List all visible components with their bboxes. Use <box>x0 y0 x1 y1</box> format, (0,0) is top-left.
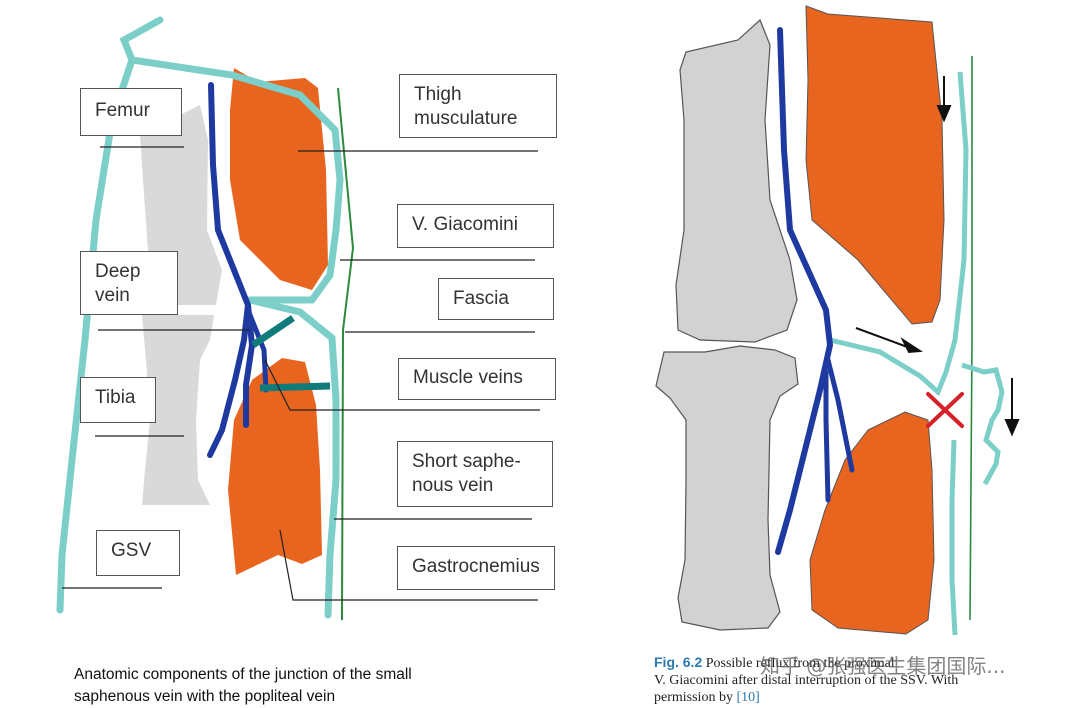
left-caption-line1: Anatomic components of the junction of t… <box>74 666 412 683</box>
gastrocnemius-label: Gastrocnemius <box>397 546 555 590</box>
right-caption-prefix: permission by <box>654 690 737 705</box>
gsv-label-text: GSV <box>111 540 152 561</box>
deep-vein-label-line1: Deep <box>95 261 141 282</box>
interruption-mark <box>926 392 964 428</box>
deep-vein-right <box>775 27 834 555</box>
deep-vein-branch-right-2 <box>823 369 831 503</box>
tibia-label: Tibia <box>80 377 156 423</box>
reflux-vein <box>961 362 1005 486</box>
fascia-line <box>337 87 355 621</box>
tibia-bone-right <box>655 345 799 631</box>
watermark: 知乎 @张强医生集团国际... <box>760 654 1006 678</box>
gsv-label: GSV <box>96 530 180 576</box>
tibia-label-text: Tibia <box>95 387 136 408</box>
right-caption-line3: permission by [10] <box>654 689 1074 706</box>
deep-vein-label: Deep vein <box>80 251 178 315</box>
fascia-label: Fascia <box>438 278 554 320</box>
femur-bone-right <box>675 18 798 343</box>
gastrocnemius-label-text: Gastrocnemius <box>412 556 540 577</box>
short-saphenous-vein <box>246 296 340 619</box>
right-caption-line1-text: Possible reflux from the proximal <box>705 656 895 671</box>
calf-muscle <box>228 358 322 575</box>
muscle-vein-1 <box>251 315 295 348</box>
left-diagram <box>56 16 540 621</box>
tibia-bone <box>142 315 214 505</box>
thigh-musculature-line2: musculature <box>414 108 518 129</box>
flow-arrows <box>855 76 1020 437</box>
short-saphenous-line1: Short saphe- <box>412 451 521 472</box>
femur-label: Femur <box>80 88 182 136</box>
fascia-line-right <box>969 56 973 621</box>
deep-vein-label-line2: vein <box>95 285 130 306</box>
deep-vein-branch-2 <box>245 307 269 393</box>
short-saphenous-line2: nous vein <box>412 475 494 496</box>
calf-muscle-right <box>809 411 935 635</box>
leader-lines <box>62 146 540 601</box>
deep-vein-branch <box>243 302 256 428</box>
giacomini-label-text: V. Giacomini <box>412 214 518 235</box>
figure-number: Fig. 6.2 <box>654 654 703 670</box>
right-caption: Fig. 6.2 Possible reflux from the proxim… <box>654 654 1074 706</box>
right-caption-line2: V. Giacomini after distal interruption o… <box>654 673 959 688</box>
giacomini-label: V. Giacomini <box>397 204 554 248</box>
left-caption: Anatomic components of the junction of t… <box>74 664 494 708</box>
right-diagram <box>655 5 1020 636</box>
reference-link[interactable]: [10] <box>736 690 760 705</box>
muscle-vein-2 <box>259 382 331 392</box>
muscle-veins-label: Muscle veins <box>398 358 556 400</box>
thigh-musculature-line1: Thigh <box>414 84 462 105</box>
right-caption-line1: Fig. 6.2 Possible reflux from the proxim… <box>654 654 1074 672</box>
giacomini-vein <box>119 16 344 304</box>
thigh-musculature-label: Thigh musculature <box>399 74 557 138</box>
muscle-veins-label-text: Muscle veins <box>413 367 523 388</box>
thigh-muscle <box>230 68 328 290</box>
ssv-distal <box>949 439 958 636</box>
fascia-label-text: Fascia <box>453 288 509 309</box>
deep-vein-branch-right <box>825 357 855 473</box>
left-caption-line2: saphenous vein with the popliteal vein <box>74 688 336 705</box>
ssv-proximal <box>829 71 969 397</box>
thigh-muscle-right <box>805 5 945 325</box>
femur-label-text: Femur <box>95 100 150 121</box>
short-saphenous-label: Short saphe-nous vein <box>397 441 553 507</box>
great-saphenous-vein <box>56 56 136 614</box>
